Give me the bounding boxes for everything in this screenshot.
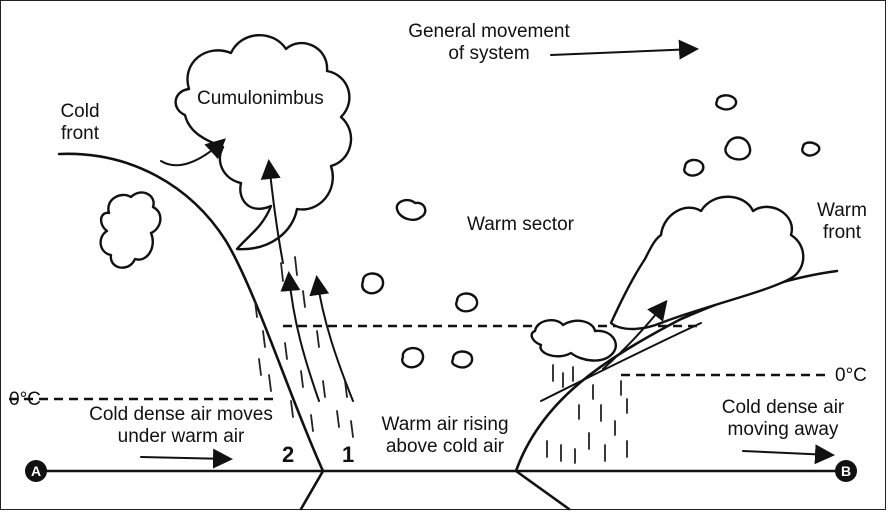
cold-front-label: Cold front	[49, 101, 111, 145]
warm-front-line1: Warm	[817, 200, 867, 221]
cold-away-line2: moving away	[727, 419, 839, 440]
small-cloud	[401, 346, 425, 369]
cold-moves-line2: under warm air	[117, 426, 245, 447]
cold-front-line2: front	[60, 123, 100, 144]
precipitation-warm-front	[546, 364, 628, 464]
small-cloud-left	[99, 191, 162, 269]
warm-front-root	[514, 469, 571, 511]
warm-sector-label: Warm sector	[467, 214, 574, 235]
small-cloud-warm-front	[530, 319, 617, 362]
cold-air-under-arrow	[140, 448, 233, 469]
cold-air-away-label: Cold dense air moving away	[691, 397, 875, 441]
cold-front-root	[299, 469, 325, 511]
small-cloud	[683, 158, 705, 177]
marker-2: 2	[282, 442, 295, 467]
cumulonimbus-swirl-arrow	[160, 138, 226, 167]
warm-front-inner-line	[540, 322, 702, 402]
cold-moves-line1: Cold dense air moves	[89, 404, 273, 425]
small-cloud	[724, 136, 752, 161]
point-a-badge: A	[25, 460, 47, 482]
point-b-badge: B	[835, 460, 857, 482]
freezing-level-left: 0°C	[9, 389, 41, 410]
rising-arrow-cumulonimbus	[260, 159, 284, 264]
warm-front-cloud	[609, 195, 805, 331]
small-cloud	[361, 272, 385, 295]
rising-arrow-warm-2	[309, 275, 354, 402]
general-movement-label: General movement of system	[379, 21, 599, 65]
cumulonimbus-label: Cumulonimbus	[197, 88, 324, 109]
warm-front-line2: front	[822, 222, 862, 243]
cold-front-line1: Cold	[60, 101, 100, 122]
small-cloud	[455, 292, 479, 313]
small-cloud	[395, 198, 427, 221]
cold-front-line	[57, 152, 325, 473]
warm-rising-line1: Warm air rising	[381, 414, 509, 435]
cold-away-line1: Cold dense air	[721, 397, 845, 418]
rising-arrow-warm-1	[280, 271, 320, 402]
small-cloud	[801, 141, 821, 157]
marker-1: 1	[342, 442, 355, 467]
general-movement-line1: General movement	[408, 21, 570, 42]
small-cloud	[715, 94, 738, 111]
general-movement-line2: of system	[448, 43, 530, 64]
warm-rising-line2: above cold air	[385, 436, 505, 457]
precipitation-cold-front	[254, 256, 354, 438]
cumulonimbus-cloud	[174, 33, 353, 251]
rising-arrow-warm-front	[602, 299, 668, 370]
small-cloud	[451, 350, 474, 369]
freezing-level-right: 0°C	[835, 365, 867, 386]
cold-moves-under-label: Cold dense air moves under warm air	[57, 404, 305, 448]
general-movement-arrow	[550, 39, 699, 60]
scattered-clouds	[361, 94, 821, 369]
warm-front-label: Warm front	[807, 200, 877, 244]
cold-air-away-arrow	[742, 444, 835, 465]
warm-air-rising-label: Warm air rising above cold air	[359, 414, 531, 458]
